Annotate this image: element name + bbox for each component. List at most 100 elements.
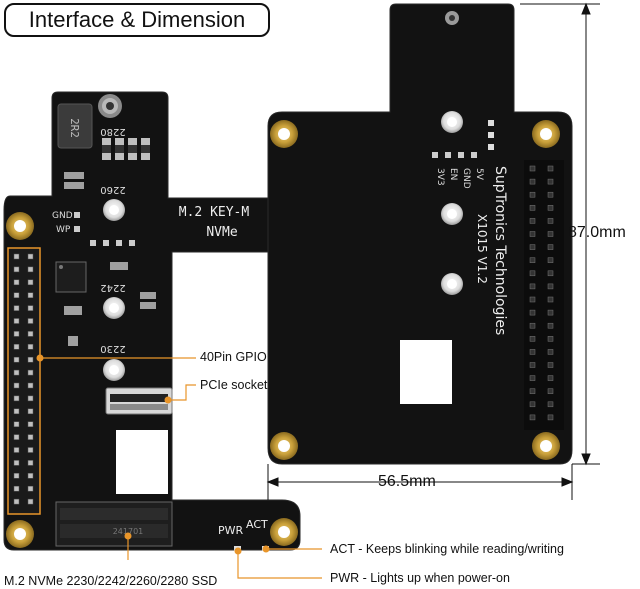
header-pin	[529, 244, 536, 250]
header-pin	[529, 349, 536, 355]
ssd-standoff-screw	[98, 94, 122, 118]
silk-2230: 2230	[100, 343, 125, 354]
silk-model: X1015 V1.2	[475, 214, 489, 284]
header-pin	[27, 331, 34, 337]
header-pin	[13, 485, 20, 492]
inductor-label: 2R2	[68, 118, 81, 138]
header-pin	[27, 369, 34, 376]
header-pin	[529, 388, 536, 394]
header-pin	[547, 283, 554, 290]
header-pin	[547, 414, 554, 421]
header-pin	[27, 485, 34, 492]
header-pin	[13, 331, 20, 337]
header-pin	[547, 375, 554, 381]
header-pin	[13, 305, 20, 311]
header-pin	[13, 356, 20, 363]
header-pin	[13, 369, 20, 376]
silk-gnd-back: GND	[461, 168, 471, 189]
front-mount-hole-tl	[6, 212, 34, 240]
header-pin	[27, 473, 34, 479]
standoff-hole-2260	[103, 199, 125, 221]
callout-gpio: 40Pin GPIO	[200, 350, 267, 364]
standoff-hole-2242	[103, 297, 125, 319]
header-pin	[529, 218, 536, 224]
header-pin	[547, 165, 554, 172]
header-pin	[547, 362, 554, 368]
test-pads	[90, 240, 135, 246]
header-pin	[27, 279, 34, 286]
back-standoff-hole-2	[441, 203, 463, 225]
silk-wp: WP	[56, 225, 71, 235]
slot-code: 241701	[113, 527, 144, 536]
header-pin	[27, 344, 34, 350]
header-pin	[13, 473, 20, 479]
header-pin	[529, 191, 536, 198]
controller-chip	[55, 261, 87, 293]
inductor: 2R2	[57, 103, 93, 149]
front-mount-hole-br	[270, 518, 298, 546]
header-pin	[13, 382, 20, 389]
header-pin	[529, 336, 536, 342]
header-pin	[27, 498, 34, 505]
callout-pwr: PWR - Lights up when power-on	[330, 571, 510, 585]
header-pin	[529, 401, 536, 408]
dimension-width	[266, 464, 574, 500]
silk-2242: 2242	[100, 282, 125, 293]
header-pin	[27, 408, 34, 415]
back-cutout	[400, 340, 452, 404]
header-pin	[27, 318, 34, 324]
back-mount-hole-tr	[532, 120, 560, 148]
silk-3v3: 3V3	[435, 168, 445, 186]
front-cutout	[116, 430, 168, 494]
back-board: 3V3 EN GND 5V SupTronics Technologies X1…	[267, 3, 573, 465]
front-mount-hole-bl	[6, 520, 34, 548]
header-pin	[27, 434, 34, 440]
header-pin	[13, 434, 20, 440]
header-pin	[529, 178, 536, 185]
silk-2280: 2280	[100, 126, 125, 137]
header-pin	[13, 292, 20, 298]
header-pin	[547, 270, 554, 277]
header-pin	[547, 309, 554, 316]
header-pin	[547, 205, 554, 211]
header-pin	[529, 205, 536, 211]
silk-brand: SupTronics Technologies	[492, 166, 508, 335]
back-mount-hole-tl	[270, 120, 298, 148]
silk-gnd: GND	[52, 211, 73, 221]
header-pin	[547, 296, 554, 303]
dimension-height	[520, 2, 600, 466]
page-title: Interface & Dimension	[4, 3, 270, 37]
header-pin	[547, 336, 554, 342]
header-pin	[547, 401, 554, 408]
header-pin	[27, 292, 34, 298]
header-pin	[27, 305, 34, 311]
header-pin	[529, 296, 536, 303]
header-pin	[13, 318, 20, 324]
callout-ssd: M.2 NVMe 2230/2242/2260/2280 SSD	[4, 574, 218, 588]
header-pin	[547, 218, 554, 224]
callout-pcie: PCIe socket	[200, 378, 268, 392]
pcie-ffc-socket	[105, 387, 173, 415]
header-pin	[27, 395, 34, 402]
silk-key-m: M.2 KEY-M	[179, 205, 250, 220]
header-pin	[27, 253, 34, 260]
gnd-pad	[74, 212, 80, 218]
header-pin	[547, 231, 554, 237]
silk-act: ACT	[246, 518, 268, 531]
power-pads	[432, 152, 477, 158]
header-pin	[547, 178, 554, 185]
header-pin	[529, 362, 536, 368]
silk-pwr: PWR	[218, 524, 244, 537]
header-pin	[13, 344, 20, 350]
header-pin	[13, 395, 20, 402]
smd-components-top	[64, 138, 156, 346]
header-pin	[13, 266, 20, 273]
callout-act: ACT - Keeps blinking while reading/writi…	[330, 542, 564, 556]
standoff-hole-2230	[103, 359, 125, 381]
height-dimension-label: 87.0mm	[568, 224, 626, 241]
header-pin	[529, 283, 536, 290]
back-header-pads	[488, 120, 494, 150]
header-pin	[13, 253, 20, 260]
back-mount-hole-bl	[270, 432, 298, 460]
